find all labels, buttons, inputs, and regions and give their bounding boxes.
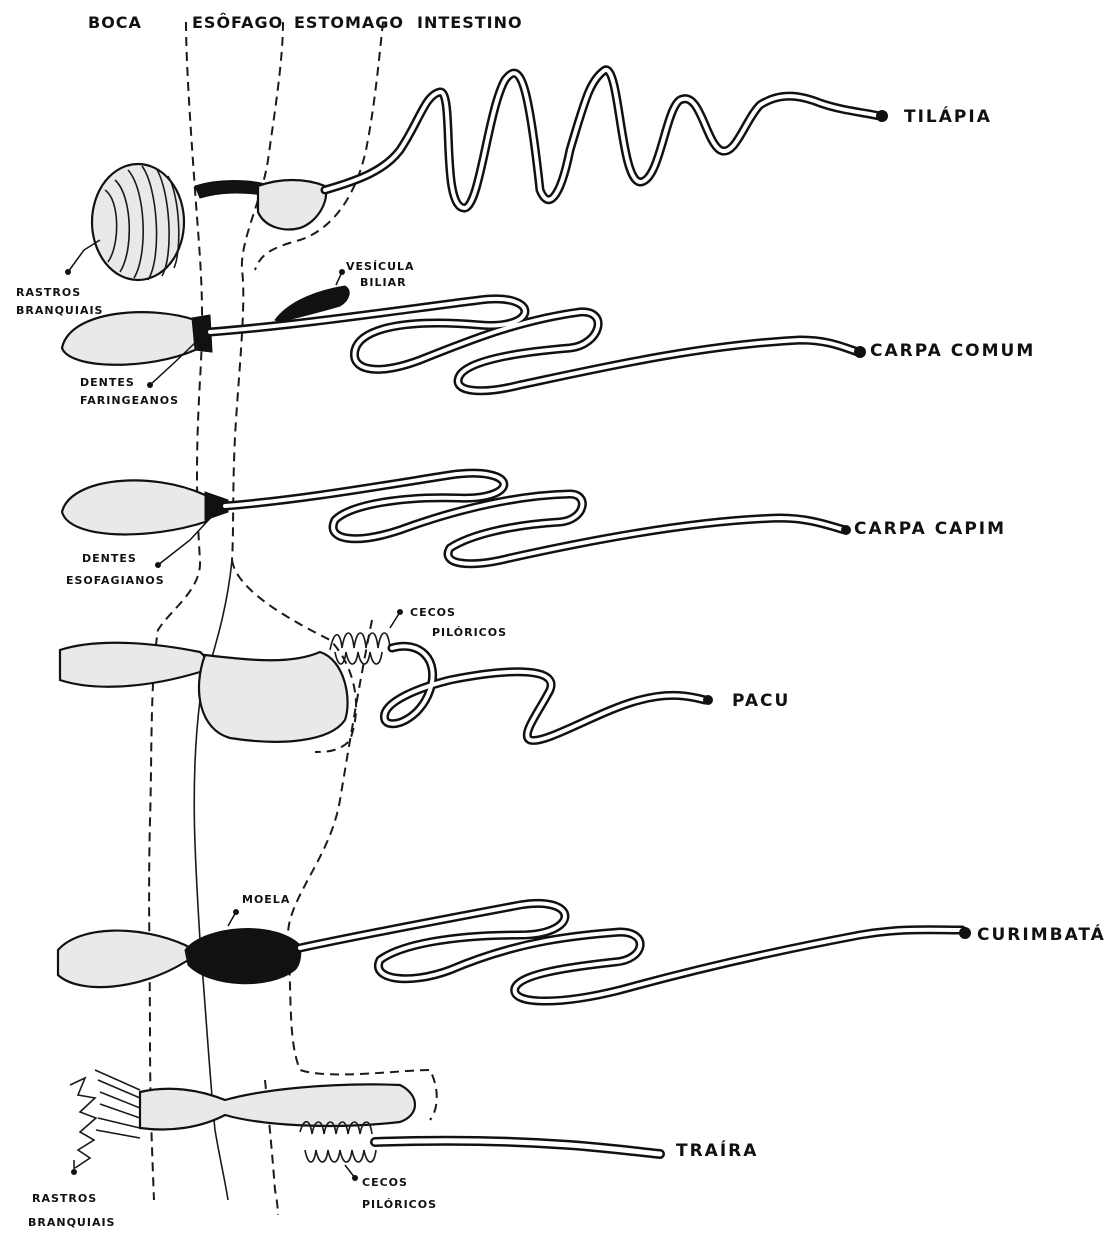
annotation-dentes-esofagianos-line2: ESOFAGIANOS [66,574,165,587]
pacu-intestine [384,646,705,740]
traira-gill-rakers [70,1078,96,1168]
header-intestino: INTESTINO [417,13,523,32]
annotation-rastros-branquiais-1-line2: BRANQUIAIS [16,304,103,317]
traira-pyloric-caeca [300,1122,376,1162]
annotation-rastros-branquiais-2-line2: BRANQUIAIS [28,1216,115,1229]
estomago-intestino-boundary [255,22,383,270]
column-headers: BOCA ESÔFAGO ESTOMAGO INTESTINO [88,13,523,32]
traira-stomach [140,1084,415,1129]
traira-tract: TRAÍRA [70,1070,758,1168]
annotation-moela: MOELA [242,893,290,906]
pacu-stomach [199,652,348,742]
tilapia-stomach [258,180,326,229]
pointer-cecos-piloricos-1 [397,609,403,615]
label-carpa-capim: CARPA CAPIM [854,519,1006,539]
curimbata-anus-marker [959,927,971,939]
label-tilapia: TILÁPIA [904,105,992,127]
tilapia-intestine-inner [325,70,880,208]
tilapia-tract: TILÁPIA [92,70,992,280]
annotation-dentes-faringeanos-line1: DENTES [80,376,135,389]
curimbata-tract: CURIMBATÁ [58,903,1106,1001]
pointer-vesicula-biliar [339,269,345,275]
pointer-dentes-esofagianos [155,562,161,568]
pacu-tract: PACU [60,633,790,742]
annotation-vesicula-biliar-line2: BILIAR [360,276,407,289]
carpa-comum-anus-marker [854,346,866,358]
annotation-cecos-piloricos-2-line1: CECOS [362,1176,408,1189]
esofago-estomago-boundary [232,22,283,560]
annotation-cecos-piloricos-2-line2: PILÓRICOS [362,1198,437,1211]
header-estomago: ESTOMAGO [294,13,404,32]
curimbata-mouth [58,931,193,988]
pacu-anus-marker [703,695,713,705]
tilapia-anus-marker [876,110,888,122]
carpa-capim-anus-marker [841,525,851,535]
annotation-rastros-branquiais-2-line1: RASTROS [32,1192,97,1205]
pointer-dentes-faringeanos [147,382,153,388]
label-pacu: PACU [732,691,790,711]
label-traira: TRAÍRA [676,1139,758,1161]
label-carpa-comum: CARPA COMUM [870,341,1035,361]
header-esofago: ESÔFAGO [192,13,283,32]
tilapia-esophagus [195,181,265,199]
annotation-vesicula-biliar-line1: VESÍCULA [346,260,415,273]
pacu-pyloric-caeca [330,633,390,664]
pointer-rastros-branquiais-1 [65,269,71,275]
annotation-dentes-faringeanos-line2: FARINGEANOS [80,394,179,407]
pointer-rastros-branquiais-2 [71,1169,77,1175]
carpa-comum-tract: CARPA COMUM [62,286,1035,391]
annotation-rastros-branquiais-1-line1: RASTROS [16,286,81,299]
annotation-dentes-esofagianos-line1: DENTES [82,552,137,565]
header-boca: BOCA [88,13,142,32]
carpa-capim-mouth [62,480,213,534]
annotation-cecos-piloricos-1-line1: CECOS [410,606,456,619]
traira-gill-hatching [95,1070,140,1138]
annotation-cecos-piloricos-1-line2: PILÓRICOS [432,626,507,639]
pointer-moela [233,909,239,915]
carpa-capim-tract: CARPA CAPIM [62,473,1006,564]
pacu-mouth [60,643,208,687]
label-curimbata: CURIMBATÁ [977,923,1106,945]
pointer-cecos-piloricos-2 [352,1175,358,1181]
curimbata-gizzard [185,929,301,984]
